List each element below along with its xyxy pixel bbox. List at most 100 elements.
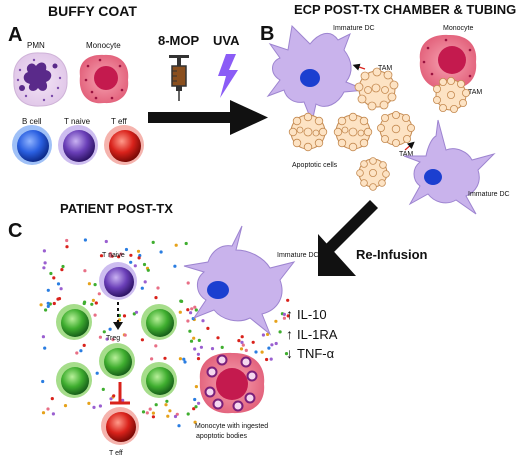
cytokine-dot bbox=[184, 241, 188, 246]
cytokine-dot bbox=[43, 261, 47, 265]
cytokine-dot bbox=[94, 301, 98, 305]
panel-c-title: PATIENT POST-TX bbox=[60, 201, 173, 216]
cytokine-dot bbox=[220, 345, 224, 349]
cytokine-dot bbox=[156, 286, 160, 290]
cytokine-dot bbox=[43, 346, 47, 350]
t-naive-c-cell bbox=[99, 262, 137, 300]
b-cell-label: B cell bbox=[22, 117, 42, 126]
immature-dc-b-bottom-label: Immature DC bbox=[468, 191, 510, 198]
cytokine-dot bbox=[82, 343, 86, 347]
pmn-cell bbox=[13, 52, 68, 107]
uva-label: UVA bbox=[213, 33, 240, 48]
cytokine-dot bbox=[274, 341, 278, 346]
apoptotic-cell-4 bbox=[356, 157, 390, 191]
cytokine-dot bbox=[138, 253, 142, 258]
cytokine-dot bbox=[194, 385, 198, 389]
cytokine-dot bbox=[174, 243, 178, 247]
cytokine-dot bbox=[265, 357, 269, 362]
cytokine-dot bbox=[108, 327, 112, 331]
cytokine-dot bbox=[188, 329, 192, 333]
cytokine-dot bbox=[178, 310, 182, 314]
cytokine-dot bbox=[151, 415, 155, 419]
cytokine-dot bbox=[175, 412, 179, 416]
cytokine-dot bbox=[56, 297, 60, 301]
b-cell bbox=[12, 125, 52, 165]
cytokine-dot bbox=[194, 308, 198, 312]
apoptotic-cells-label: Apoptotic cells bbox=[292, 162, 338, 169]
cytokine-dot bbox=[51, 412, 56, 416]
cytokine-dot bbox=[46, 407, 50, 411]
cytokine-dot bbox=[87, 401, 91, 405]
cytokine-dot bbox=[46, 288, 50, 292]
cytokine-dot bbox=[192, 407, 196, 411]
tam-label-1: TAM bbox=[378, 65, 392, 72]
cytokine-dot bbox=[121, 398, 125, 402]
cytokine-dot bbox=[240, 335, 244, 339]
tam-label-3: TAM bbox=[399, 151, 413, 158]
panel-a-title: BUFFY COAT bbox=[48, 3, 137, 19]
cytokine-dot bbox=[241, 343, 245, 347]
cytokine-dot bbox=[117, 255, 121, 259]
pmn-label: PMN bbox=[27, 41, 45, 50]
cytokine-dot bbox=[216, 336, 220, 340]
treg-cell-5 bbox=[141, 362, 177, 398]
cytokine-dot bbox=[148, 407, 152, 411]
tam-cluster-2 bbox=[432, 77, 470, 114]
cytokine-dot bbox=[189, 339, 194, 343]
immature-dc-b-bottom bbox=[403, 119, 496, 215]
cytokine-dot bbox=[244, 348, 248, 352]
cytokine-dot bbox=[65, 238, 69, 243]
cytokine-dot bbox=[190, 307, 194, 311]
cytokine-dot bbox=[266, 332, 270, 336]
cytokine-dot bbox=[52, 301, 56, 306]
cytokine-dot bbox=[196, 357, 201, 361]
cytokine-dot bbox=[109, 253, 113, 258]
t-eff-c-cell bbox=[101, 407, 139, 445]
monocyte-c-label-2: apoptotic bodies bbox=[196, 433, 247, 440]
cytokine-dot bbox=[194, 405, 198, 409]
cytokine-dot bbox=[251, 340, 255, 344]
cytokine-dot bbox=[98, 335, 102, 339]
cytokine-dot bbox=[104, 239, 108, 244]
cytokine-dot bbox=[267, 346, 271, 350]
cytokine-dot bbox=[199, 345, 203, 349]
cytokine-dot bbox=[270, 343, 274, 347]
cytokine-dot bbox=[42, 249, 47, 253]
differentiation-arrowhead bbox=[113, 322, 123, 330]
cytokine-dot bbox=[163, 356, 167, 360]
cytokine-dot bbox=[79, 349, 83, 353]
cytokine-dot bbox=[99, 254, 104, 258]
cytokine-dot bbox=[189, 311, 193, 315]
cytokine-dot bbox=[132, 312, 136, 316]
cytokine-dot bbox=[183, 360, 187, 364]
cytokine-dot bbox=[180, 299, 184, 303]
cytokine-arrow-3: ↓ bbox=[286, 345, 293, 361]
main-arrow bbox=[148, 100, 268, 135]
treg-label: Treg bbox=[106, 335, 120, 342]
cytokine-dot bbox=[129, 253, 133, 257]
panel-a-letter: A bbox=[8, 24, 22, 46]
cytokine-dot bbox=[164, 403, 168, 407]
cytokine-dot bbox=[193, 305, 197, 309]
cytokine-dot bbox=[61, 264, 65, 269]
tam-pointer-3 bbox=[404, 141, 415, 151]
cytokine-dot bbox=[49, 271, 53, 276]
cytokine-dot bbox=[93, 283, 97, 287]
cytokine-arrow-2: ↑ bbox=[286, 326, 293, 342]
monocyte-b-cell bbox=[419, 34, 477, 90]
cytokine-dot bbox=[137, 256, 141, 260]
cytokine-dot bbox=[122, 314, 127, 318]
cytokine-dot bbox=[186, 319, 190, 323]
cytokine-dots bbox=[39, 238, 290, 428]
t-naive-a-cell bbox=[58, 125, 98, 165]
treg-cell-2 bbox=[141, 304, 177, 340]
cytokine-dot bbox=[274, 319, 278, 323]
cytokine-dot bbox=[129, 260, 133, 264]
panel-b-letter: B bbox=[260, 23, 274, 45]
cytokine-dot bbox=[140, 338, 144, 342]
cytokine-dot bbox=[143, 280, 147, 284]
cytokine-dot bbox=[193, 420, 197, 424]
cytokine-dot bbox=[123, 333, 127, 337]
